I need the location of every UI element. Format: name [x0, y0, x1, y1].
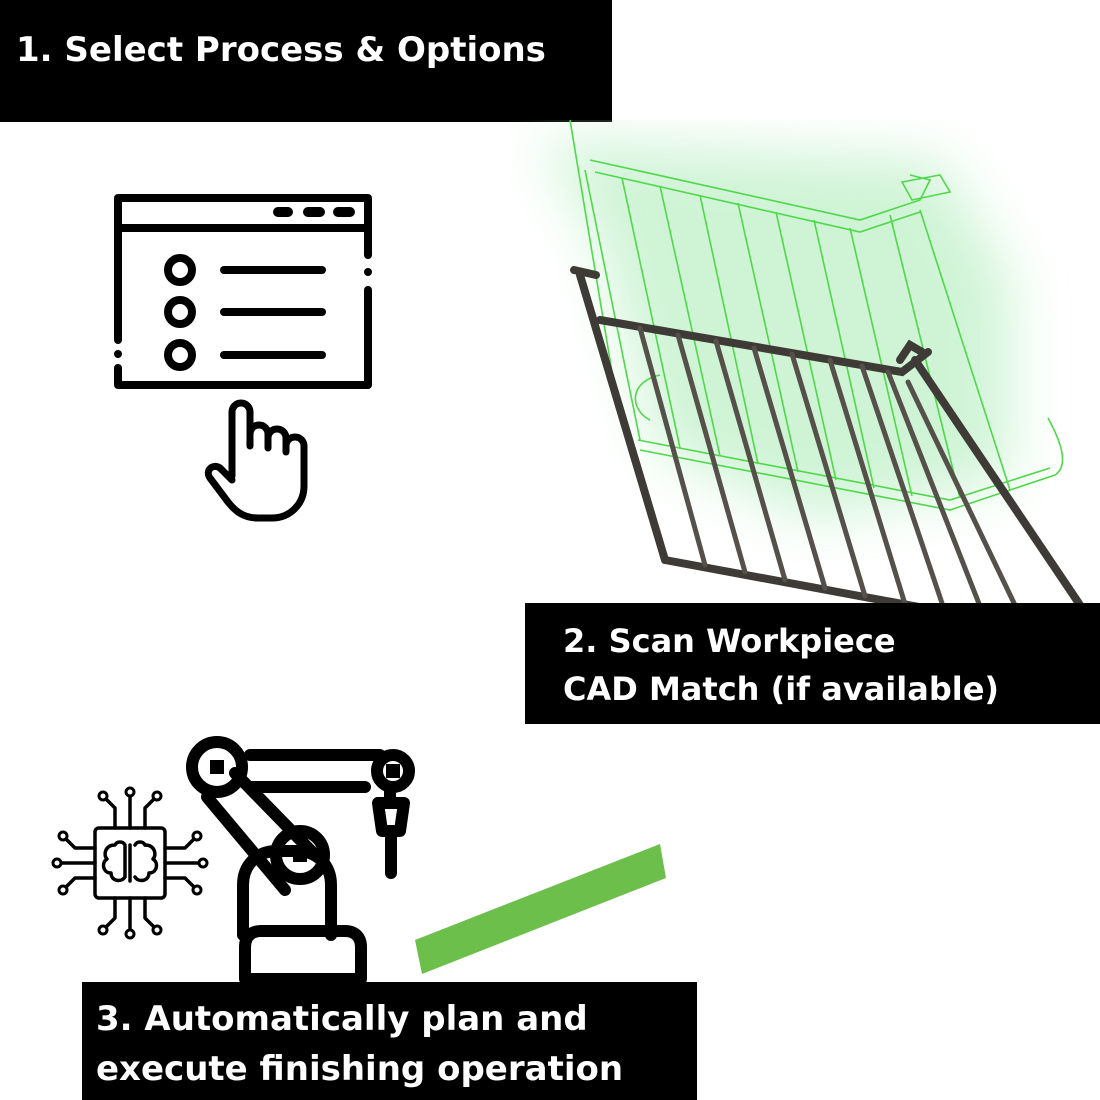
pointer-hand-icon [204, 399, 308, 522]
step3-label: 3. Automatically plan and execute finish… [82, 982, 697, 1100]
step3-line1: 3. Automatically plan and [96, 999, 588, 1039]
step1-label: 1. Select Process & Options [0, 0, 612, 122]
tool-path-bar [415, 844, 666, 974]
step2-line1: 2. Scan Workpiece [563, 622, 896, 660]
robot-arm-icon [186, 736, 415, 985]
scan-railing-illustration [540, 120, 1085, 640]
step1-text: 1. Select Process & Options [16, 30, 546, 70]
step2-line2: CAD Match (if available) [563, 670, 1000, 708]
step3-line2: execute finishing operation [96, 1049, 624, 1089]
options-window-icon [114, 194, 372, 389]
step2-label: 2. Scan Workpiece CAD Match (if availabl… [525, 603, 1100, 724]
ai-chip-brain-icon [51, 786, 209, 940]
